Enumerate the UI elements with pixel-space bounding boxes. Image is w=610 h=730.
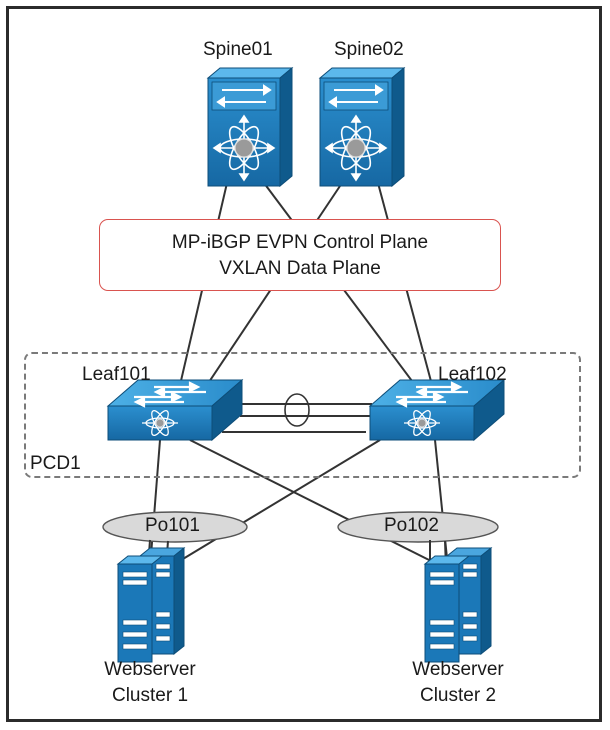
- po101-ellipse: [102, 511, 248, 543]
- spine02-switch-icon: [319, 67, 405, 187]
- vpc-domain-box: [24, 352, 581, 478]
- leaf101-label: Leaf101: [82, 364, 151, 385]
- control-plane-label: MP-iBGP EVPN Control Plane: [171, 232, 429, 253]
- diagram-frame: [6, 6, 602, 722]
- link-leaf101-server1: [149, 439, 161, 569]
- server-cluster1-icon: [117, 547, 185, 663]
- server-cluster2-icon: [424, 547, 492, 663]
- spine01-switch-icon: [207, 67, 293, 187]
- spine02-label: Spine02: [334, 39, 404, 60]
- leaf102-label: Leaf102: [438, 364, 507, 385]
- po101-label: Po101: [145, 515, 200, 536]
- link-leaf102-server1: [167, 439, 381, 569]
- po102-label: Po102: [384, 515, 439, 536]
- link-leaf101-server2: [189, 439, 446, 569]
- leaf101-switch-icon: [106, 378, 244, 442]
- server1-label-line1: Webserver: [104, 659, 196, 680]
- server2-label-line1: Webserver: [412, 659, 504, 680]
- server2-label-line2: Cluster 2: [419, 685, 497, 706]
- peer-link-bundle: [284, 393, 310, 427]
- control-plane-box: MP-iBGP EVPN Control Plane VXLAN Data Pl…: [99, 219, 501, 291]
- peer-links: [222, 403, 372, 433]
- domain-label: PCD1: [30, 453, 81, 474]
- data-plane-label: VXLAN Data Plane: [219, 258, 381, 279]
- spine01-label: Spine01: [203, 39, 273, 60]
- po102-ellipse: [337, 511, 499, 543]
- leaf102-switch-icon: [368, 378, 506, 442]
- server1-label-line2: Cluster 1: [111, 685, 189, 706]
